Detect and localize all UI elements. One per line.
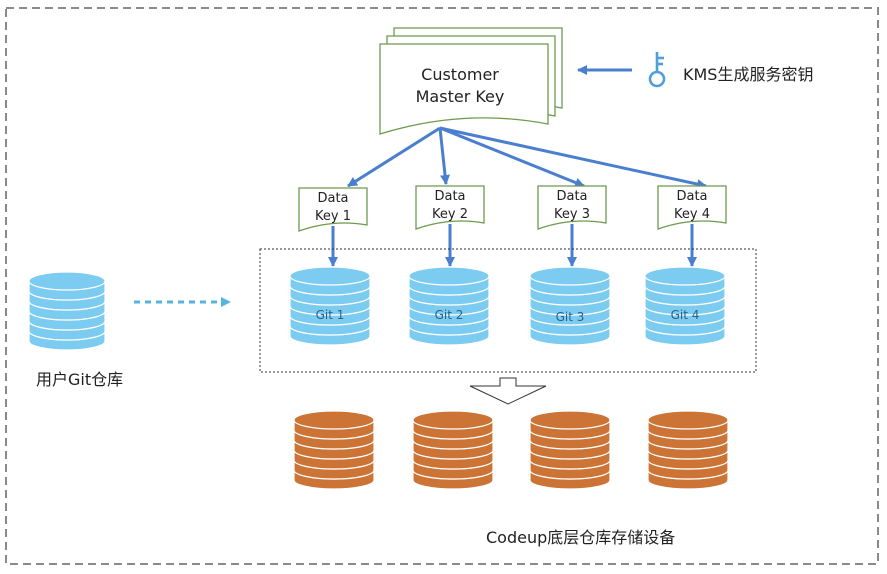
data-key-1-label: Data Key 1	[315, 191, 351, 224]
storage-database-2	[412, 410, 494, 490]
storage-database-4	[647, 410, 729, 490]
outer-frame	[5, 7, 879, 565]
master-key-document-stack	[379, 27, 563, 135]
storage-label: Codeup底层仓库存储设备	[486, 528, 676, 547]
git-database-2	[408, 266, 490, 346]
git-database-1	[289, 266, 371, 346]
master-key-line2: Master Key	[415, 87, 505, 106]
data-key-2-label: Data Key 2	[432, 189, 468, 222]
user-git-database	[28, 271, 106, 351]
kms-label: KMS生成服务密钥	[683, 65, 814, 84]
git-database-3	[529, 266, 611, 346]
git-1-label: Git 1	[315, 308, 345, 322]
user-repo-label: 用户Git仓库	[36, 370, 124, 389]
database-cylinders	[28, 266, 729, 490]
encrypted-repos-group	[259, 248, 757, 373]
storage-database-3	[529, 410, 611, 490]
git-4-label: Git 4	[670, 308, 700, 322]
master-to-datakey-arrows	[347, 126, 707, 189]
master-key-line1: Customer	[421, 65, 499, 84]
data-key-documents	[298, 185, 727, 232]
datakey-to-git-arrows	[328, 224, 697, 267]
git-2-label: Git 2	[434, 308, 464, 322]
down-hollow-arrow	[469, 377, 547, 405]
data-key-3-label: Data Key 3	[554, 189, 590, 222]
master-key-label: Customer Master Key	[380, 64, 540, 108]
git-3-label: Git 3	[555, 310, 585, 324]
key-icon	[648, 52, 666, 88]
storage-database-1	[293, 410, 375, 490]
git-database-4	[644, 266, 726, 346]
data-key-4-label: Data Key 4	[674, 189, 710, 222]
